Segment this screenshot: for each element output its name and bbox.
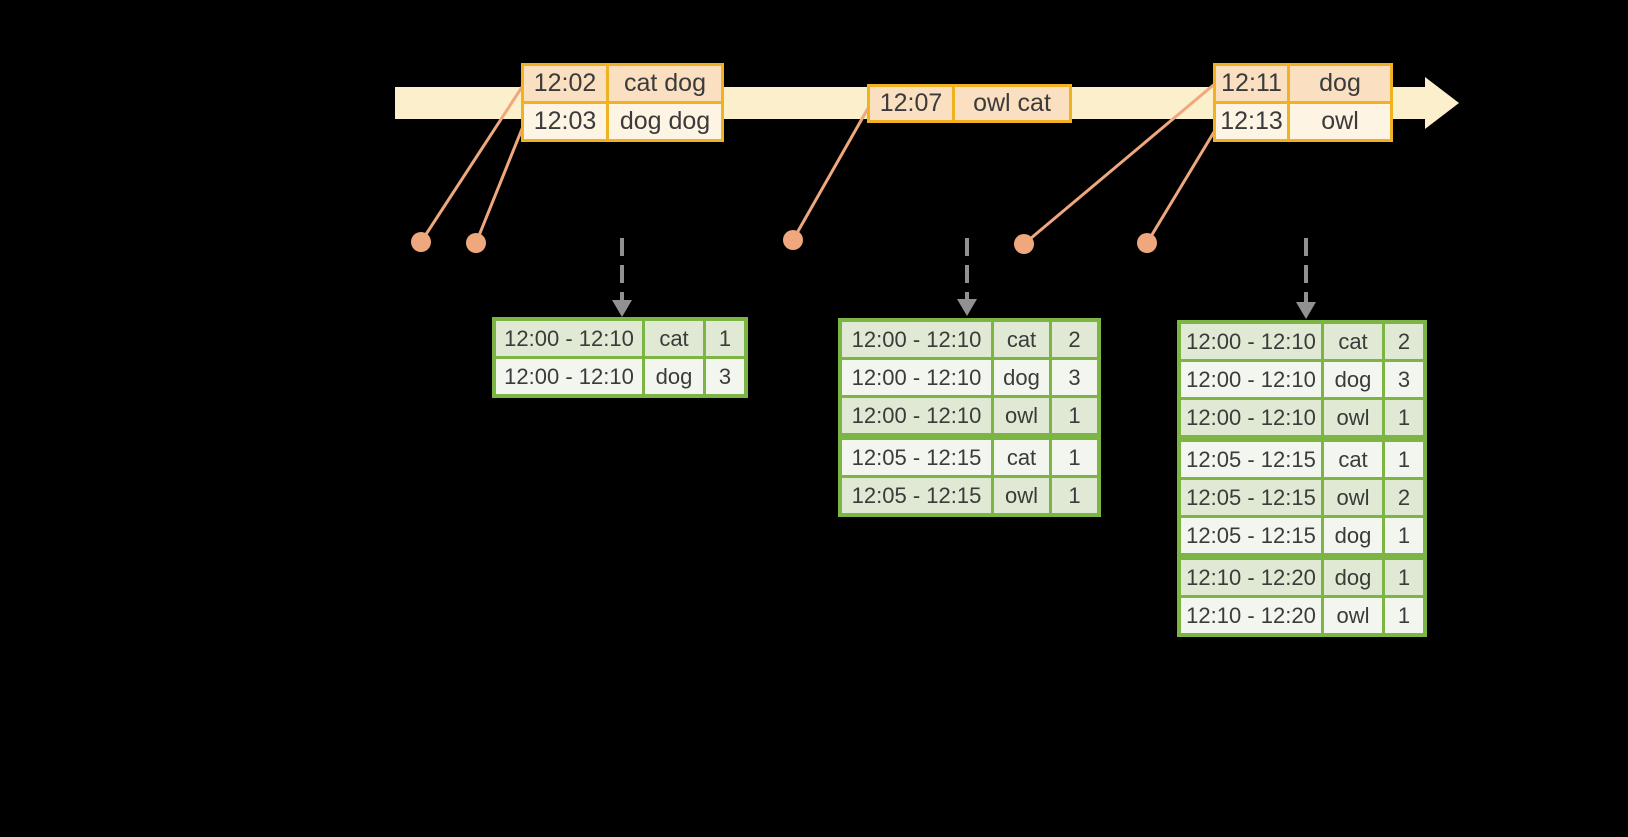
event-connector-line	[474, 123, 526, 244]
trigger-arrowhead-icon	[957, 299, 977, 316]
window-range-cell: 12:00 - 12:10	[1181, 362, 1321, 397]
count-cell: 3	[706, 359, 744, 394]
window-range-cell: 12:00 - 12:10	[1181, 324, 1321, 359]
count-cell: 1	[1052, 440, 1097, 475]
count-cell: 1	[1385, 442, 1423, 477]
word-cell: cat	[645, 321, 703, 356]
word-cell: owl	[1324, 480, 1382, 515]
word-cell: dog	[645, 359, 703, 394]
count-cell: 2	[1385, 324, 1423, 359]
window-range-cell: 12:10 - 12:20	[1181, 598, 1321, 633]
trigger-arrowhead-icon	[1296, 302, 1316, 319]
event-connector-line	[1145, 126, 1219, 244]
window-range-cell: 12:00 - 12:10	[842, 398, 991, 433]
word-cell: cat	[1324, 442, 1382, 477]
count-cell: 2	[1052, 322, 1097, 357]
event-words-cell: dog dog	[609, 104, 721, 139]
window-range-cell: 12:05 - 12:15	[842, 478, 991, 513]
count-cell: 1	[1052, 398, 1097, 433]
window-range-cell: 12:05 - 12:15	[1181, 518, 1321, 553]
event-words-cell: cat dog	[609, 66, 721, 101]
event-time-cell: 12:13	[1216, 104, 1287, 139]
event-time-cell: 12:03	[524, 104, 606, 139]
event-words-cell: owl cat	[955, 87, 1069, 120]
event-time-cell: 12:07	[870, 87, 952, 120]
word-cell: dog	[1324, 518, 1382, 553]
window-range-cell: 12:00 - 12:10	[496, 321, 642, 356]
event-time-cell: 12:11	[1216, 66, 1287, 101]
count-cell: 1	[706, 321, 744, 356]
event-dot	[783, 230, 803, 250]
word-cell: owl	[1324, 598, 1382, 633]
event-connector-line	[791, 102, 873, 241]
word-cell: cat	[994, 440, 1049, 475]
window-range-cell: 12:00 - 12:10	[842, 322, 991, 357]
word-cell: owl	[994, 478, 1049, 513]
window-range-cell: 12:05 - 12:15	[1181, 480, 1321, 515]
word-cell: cat	[994, 322, 1049, 357]
timeline-arrowhead-icon	[1425, 77, 1459, 129]
window-range-cell: 12:00 - 12:10	[842, 360, 991, 395]
word-cell: dog	[1324, 560, 1382, 595]
count-cell: 1	[1052, 478, 1097, 513]
count-cell: 1	[1385, 400, 1423, 435]
event-dot	[1137, 233, 1157, 253]
word-cell: dog	[1324, 362, 1382, 397]
count-cell: 1	[1385, 598, 1423, 633]
word-cell: owl	[994, 398, 1049, 433]
event-dot	[466, 233, 486, 253]
event-dot	[411, 232, 431, 252]
event-words-cell: owl	[1290, 104, 1390, 139]
word-cell: owl	[1324, 400, 1382, 435]
count-cell: 2	[1385, 480, 1423, 515]
count-cell: 3	[1052, 360, 1097, 395]
window-range-cell: 12:10 - 12:20	[1181, 560, 1321, 595]
window-range-cell: 12:00 - 12:10	[496, 359, 642, 394]
count-cell: 1	[1385, 518, 1423, 553]
event-words-cell: dog	[1290, 66, 1390, 101]
event-dot	[1014, 234, 1034, 254]
window-range-cell: 12:05 - 12:15	[1181, 442, 1321, 477]
event-time-cell: 12:02	[524, 66, 606, 101]
window-range-cell: 12:05 - 12:15	[842, 440, 991, 475]
word-cell: dog	[994, 360, 1049, 395]
trigger-arrowhead-icon	[612, 300, 632, 317]
window-range-cell: 12:00 - 12:10	[1181, 400, 1321, 435]
word-cell: cat	[1324, 324, 1382, 359]
event-connector-line	[1023, 80, 1218, 246]
count-cell: 1	[1385, 560, 1423, 595]
count-cell: 3	[1385, 362, 1423, 397]
event-connector-line	[419, 83, 526, 243]
